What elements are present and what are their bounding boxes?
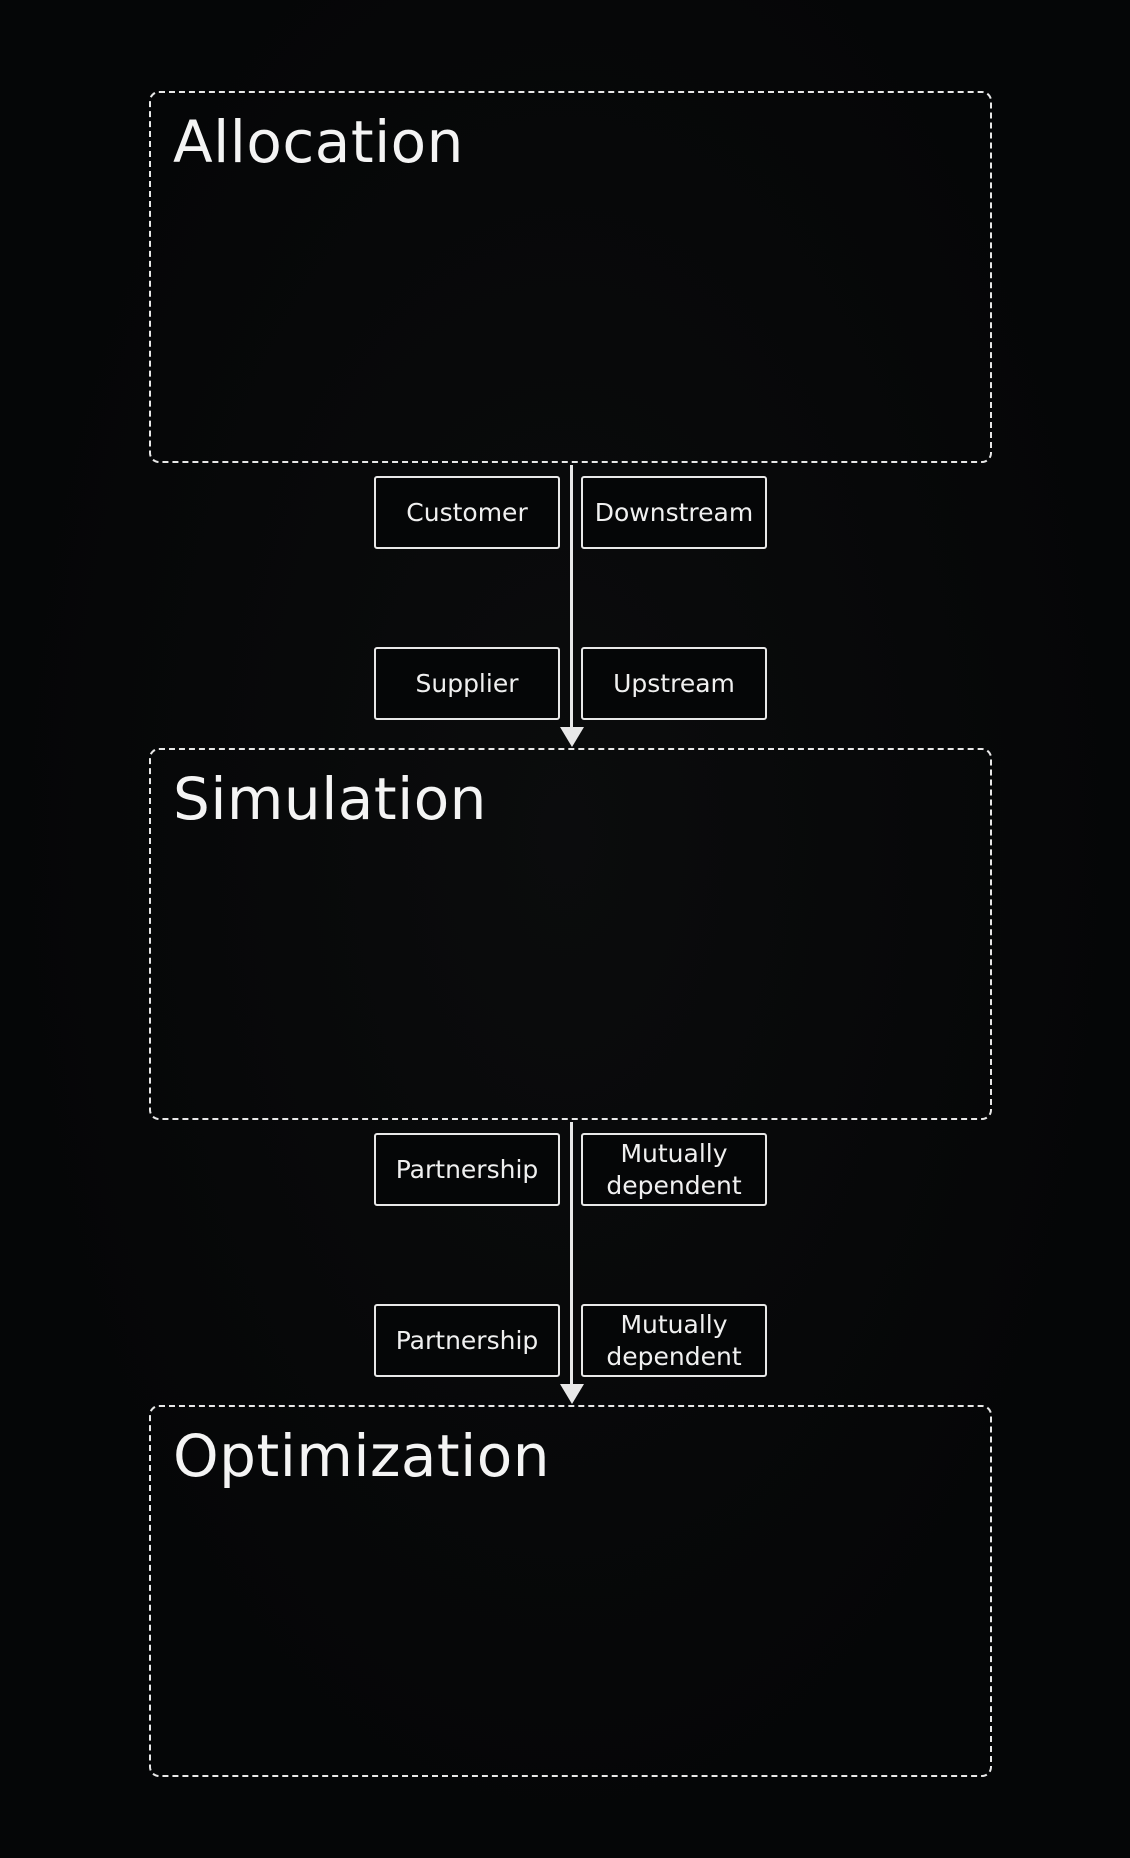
allocation-stage-title: Allocation bbox=[173, 108, 464, 176]
downstream-label: Downstream bbox=[581, 476, 767, 549]
customer-label: Customer bbox=[374, 476, 560, 549]
allocation-to-simulation-connector bbox=[570, 465, 573, 733]
simulation-stage-title: Simulation bbox=[173, 765, 487, 833]
simulation-stage-box: Simulation bbox=[149, 748, 992, 1120]
arrow-down-icon bbox=[560, 1384, 584, 1404]
partnership-label: Partnership bbox=[374, 1304, 560, 1377]
optimization-stage-box: Optimization bbox=[149, 1405, 992, 1777]
arrow-down-icon bbox=[560, 727, 584, 747]
optimization-stage-title: Optimization bbox=[173, 1422, 551, 1490]
upstream-label: Upstream bbox=[581, 647, 767, 720]
partnership-label: Partnership bbox=[374, 1133, 560, 1206]
supplier-label: Supplier bbox=[374, 647, 560, 720]
mutually-dependent-label: Mutually dependent bbox=[581, 1133, 767, 1206]
allocation-stage-box: Allocation bbox=[149, 91, 992, 463]
simulation-to-optimization-connector bbox=[570, 1122, 573, 1390]
mutually-dependent-label: Mutually dependent bbox=[581, 1304, 767, 1377]
